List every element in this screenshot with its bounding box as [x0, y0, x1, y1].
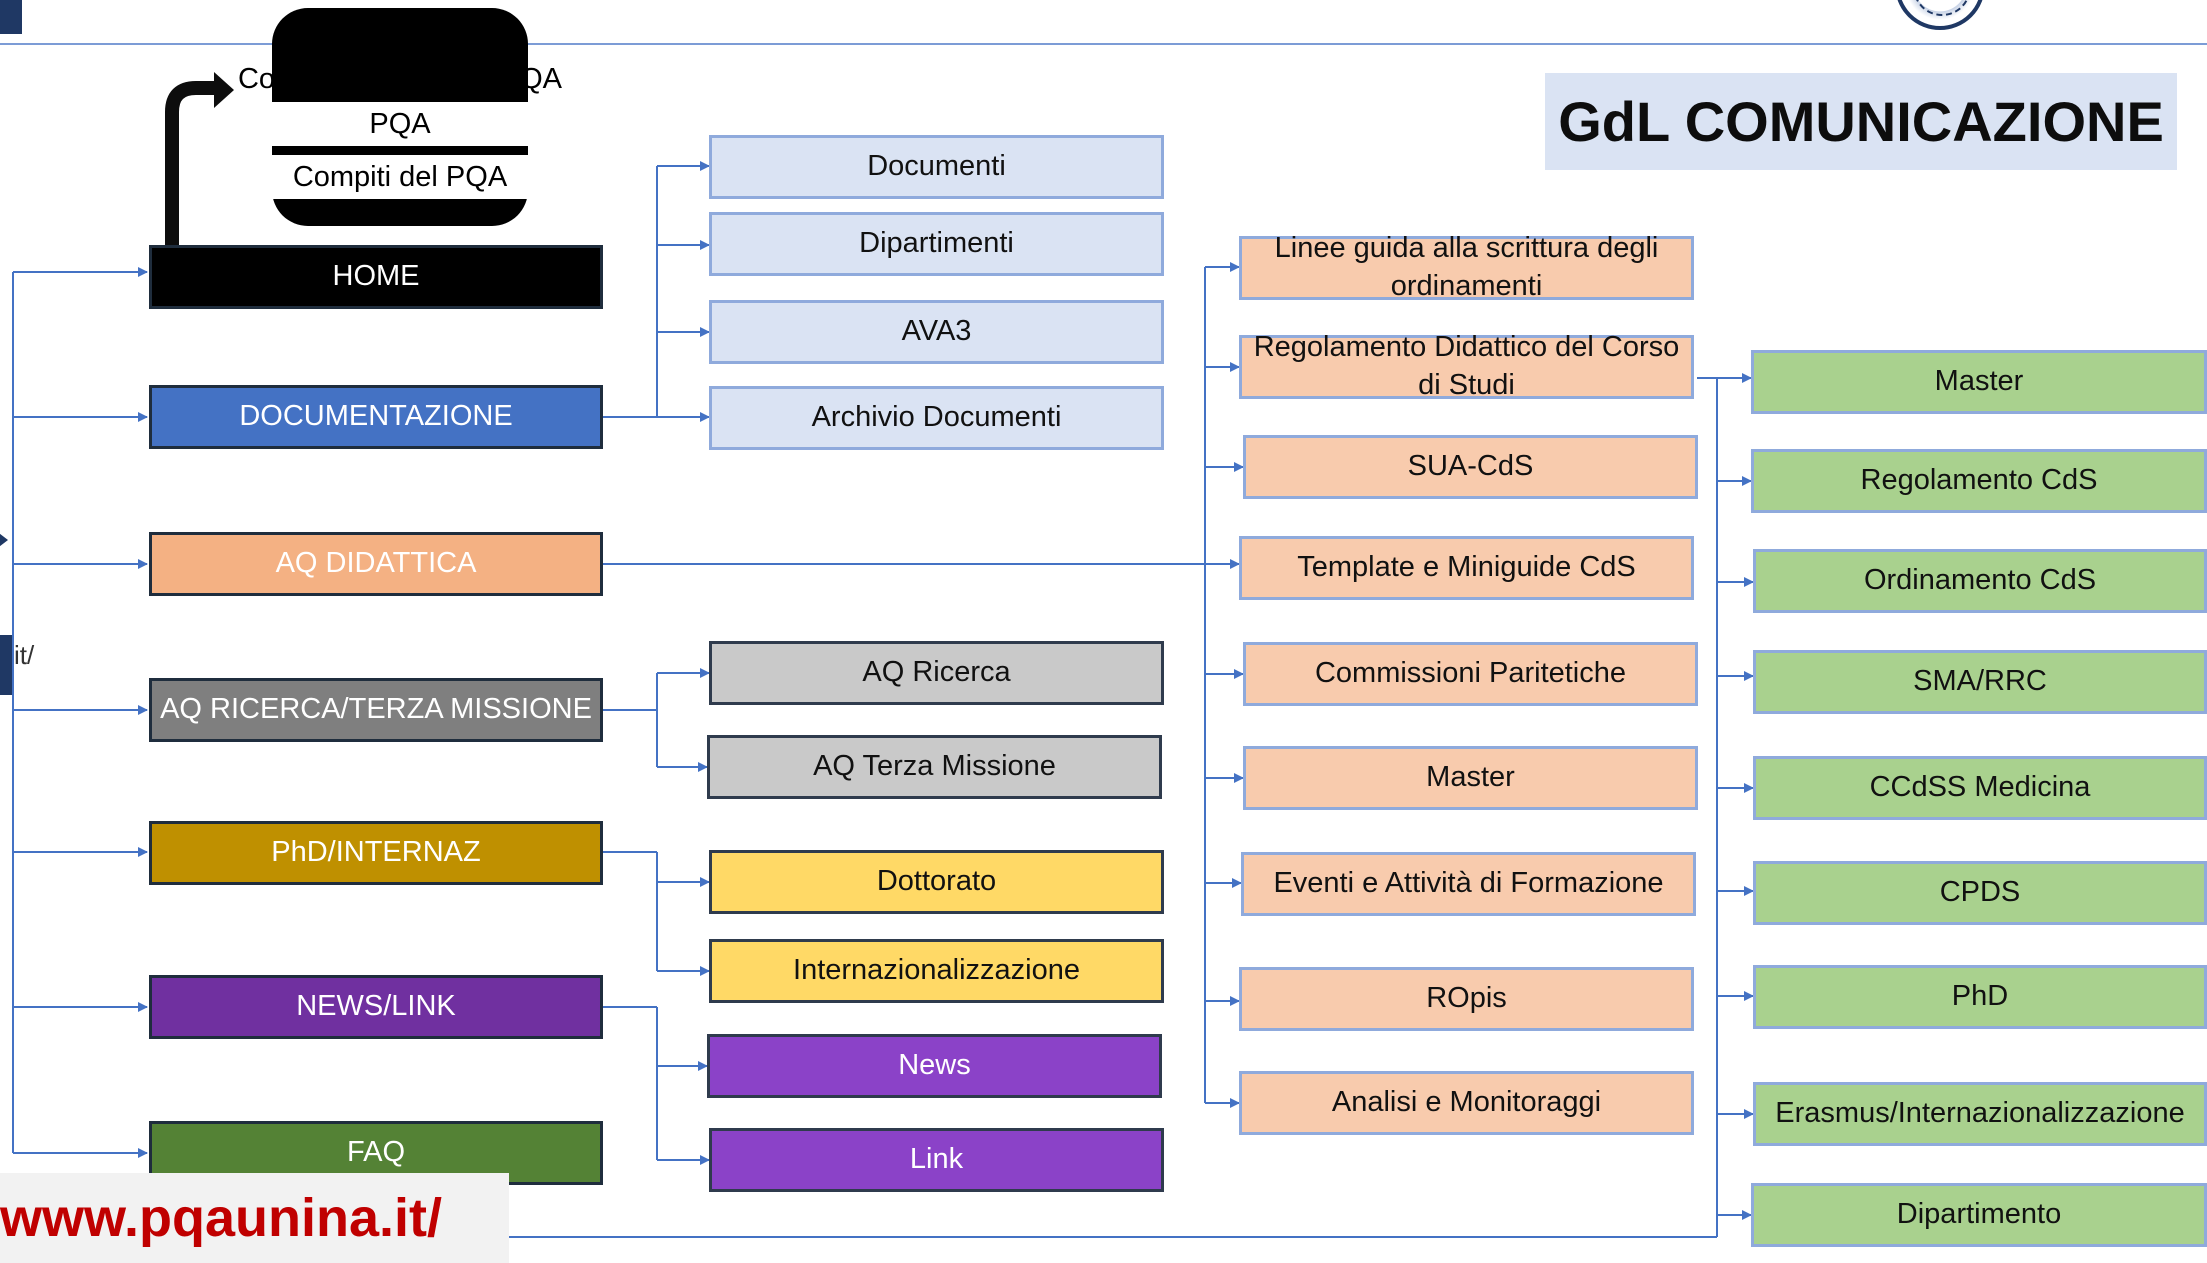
node-archivio-documenti[interactable]: Archivio Documenti	[709, 386, 1164, 450]
node-ava3[interactable]: AVA3	[709, 300, 1164, 364]
node-cpds[interactable]: CPDS	[1753, 861, 2207, 925]
node-regolamento-cds[interactable]: Regolamento CdS	[1751, 449, 2207, 513]
nav-home[interactable]: HOME	[149, 245, 603, 309]
node-internazionalizzazione[interactable]: Internazionalizzazione	[709, 939, 1164, 1003]
node-link[interactable]: Link	[709, 1128, 1164, 1192]
node-dipartimenti[interactable]: Dipartimenti	[709, 212, 1164, 276]
node-analisi-monitoraggi[interactable]: Analisi e Monitoraggi	[1239, 1071, 1694, 1135]
node-phd[interactable]: PhD	[1753, 965, 2207, 1029]
node-documenti[interactable]: Documenti	[709, 135, 1164, 199]
nav-documentazione[interactable]: DOCUMENTAZIONE	[149, 385, 603, 449]
node-aq-ricerca[interactable]: AQ Ricerca	[709, 641, 1164, 705]
node-ccdss-medicina[interactable]: CCdSS Medicina	[1753, 756, 2207, 820]
node-erasmus-internazionalizzazione[interactable]: Erasmus/Internazionalizzazione	[1753, 1082, 2207, 1146]
nav-aq-didattica[interactable]: AQ DIDATTICA	[149, 532, 603, 596]
node-sma-rrc[interactable]: SMA/RRC	[1753, 650, 2207, 714]
node-dottorato[interactable]: Dottorato	[709, 850, 1164, 914]
node-ropis[interactable]: ROpis	[1239, 967, 1694, 1031]
corner-logo-mark	[0, 0, 22, 34]
node-aq-terza-missione[interactable]: AQ Terza Missione	[707, 735, 1162, 799]
node-news[interactable]: News	[707, 1034, 1162, 1098]
left-url-fragment: it/	[14, 640, 35, 670]
chevron-right-icon	[0, 533, 8, 547]
node-linee-guida-ordinamenti[interactable]: Linee guida alla scrittura degli ordinam…	[1239, 232, 1694, 302]
pqa-submenu: Componenti gruppo PQA PQA Compiti del PQ…	[238, 8, 562, 226]
nav-phd-internaz[interactable]: PhD/INTERNAZ	[149, 821, 603, 885]
node-master-sua[interactable]: Master	[1751, 350, 2207, 414]
menu-item-componenti-gruppo-pqa[interactable]: Componenti gruppo PQA	[237, 62, 563, 95]
header-rule	[0, 43, 2207, 45]
node-ordinamento-cds[interactable]: Ordinamento CdS	[1753, 549, 2207, 613]
nav-news-link[interactable]: NEWS/LINK	[149, 975, 603, 1039]
node-commissioni-paritetiche[interactable]: Commissioni Paritetiche	[1243, 642, 1698, 706]
node-dipartimento[interactable]: Dipartimento	[1751, 1183, 2207, 1247]
node-eventi-formazione[interactable]: Eventi e Attività di Formazione	[1241, 852, 1696, 916]
page-title: GdL COMUNICAZIONE	[1545, 73, 2177, 170]
node-master-didattica[interactable]: Master	[1243, 746, 1698, 810]
node-template-miniguide[interactable]: Template e Miniguide CdS	[1239, 536, 1694, 600]
left-edge-tab	[0, 635, 12, 695]
menu-item-pqa[interactable]: PQA	[272, 102, 528, 146]
nav-aq-ricerca-terza-missione[interactable]: AQ RICERCA/TERZA MISSIONE	[149, 678, 603, 742]
menu-item-compiti-del-pqa[interactable]: Compiti del PQA	[272, 155, 528, 199]
node-regolamento-didattico[interactable]: Regolamento Didattico del Corso di Studi	[1239, 331, 1694, 401]
site-url-link[interactable]: www.pqaunina.it/	[0, 1173, 509, 1263]
node-sua-cds[interactable]: SUA-CdS	[1243, 435, 1698, 499]
